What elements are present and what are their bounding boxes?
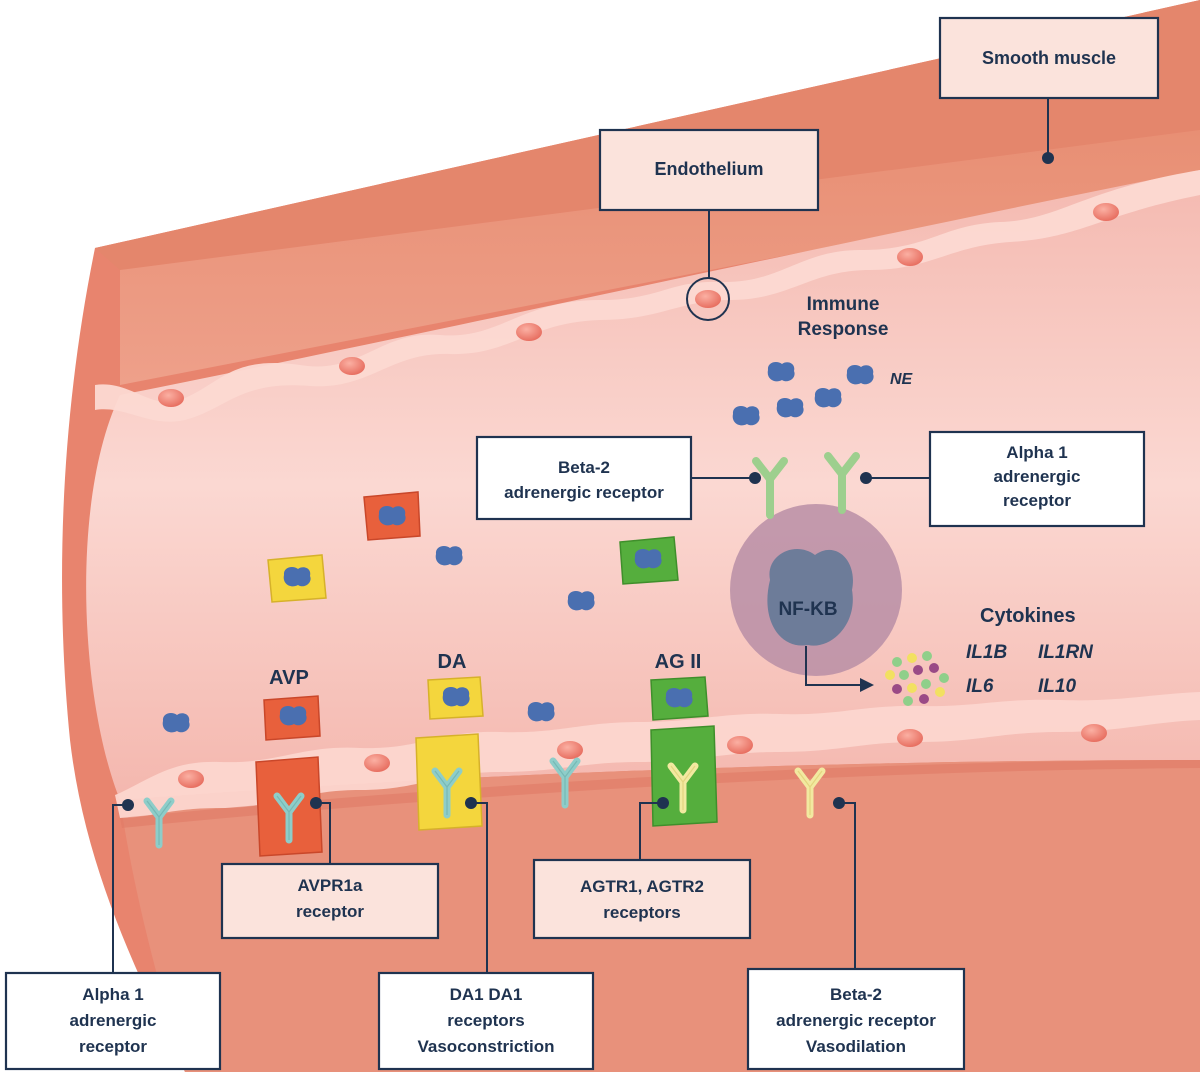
drug-molecule-icon: [767, 362, 795, 382]
endothelial-cell-icon: [1081, 724, 1107, 742]
alpha1-top-label-line3: receptor: [1003, 491, 1071, 510]
endothelial-cell-icon: [557, 741, 583, 759]
ag2-floating-cell: [619, 536, 679, 585]
beta2-top-label-line1: Beta-2: [558, 458, 610, 477]
drug-molecule-icon: [814, 388, 842, 408]
da-ligand-cell: [427, 676, 484, 720]
endothelial-cell-icon: [897, 729, 923, 747]
cytokine-cluster-icon: [885, 651, 949, 706]
il10-label: IL10: [1038, 676, 1076, 697]
alpha1-bottom-label-line3: receptor: [79, 1037, 147, 1056]
endothelium-label: Endothelium: [655, 159, 764, 179]
endothelial-cell-icon: [897, 248, 923, 266]
drug-molecule-icon: [435, 546, 463, 566]
da1-receptor-block: [415, 733, 483, 831]
avpr1a-receptor-block: [255, 756, 323, 857]
ag2-ligand-cell: [650, 676, 709, 721]
da-label: DA: [438, 651, 467, 673]
avpr1a-callout: AVPR1a receptor: [220, 797, 440, 940]
endothelial-cell-icon: [695, 290, 721, 308]
beta2-bottom-label-line1: Beta-2: [830, 985, 882, 1004]
il1b-label: IL1B: [966, 642, 1007, 663]
da-floating-cell: [267, 554, 327, 603]
drug-molecule-icon: [846, 365, 874, 385]
immune-response-label-line2: Response: [798, 319, 889, 340]
alpha1-top-label-line2: adrenergic: [994, 467, 1081, 486]
da1-label-line1: DA1 DA1: [450, 985, 523, 1004]
endothelial-cell-icon: [1093, 203, 1119, 221]
drug-molecule-icon: [527, 702, 555, 722]
endothelium-top: [95, 170, 1200, 422]
endothelial-cell-icon: [158, 389, 184, 407]
avpr1a-label-line2: receptor: [296, 902, 364, 921]
drug-molecule-icon: [162, 713, 190, 733]
endothelial-cell-icon: [364, 754, 390, 772]
beta2-top-callout: Beta-2 adrenergic receptor: [475, 435, 761, 521]
endothelial-cell-icon: [727, 736, 753, 754]
endothelial-cell-icon: [178, 770, 204, 788]
alpha1-top-callout: Alpha 1 adrenergic receptor: [860, 430, 1146, 528]
agtr-receptor-block: [650, 725, 718, 827]
alpha1-top-label-line1: Alpha 1: [1006, 443, 1067, 462]
ne-label: NE: [890, 371, 914, 388]
smooth-muscle-callout: Smooth muscle: [938, 16, 1160, 164]
immune-cell: NF-KB: [730, 456, 902, 692]
avp-ligand-cell: [263, 695, 321, 741]
smooth-muscle-label: Smooth muscle: [982, 48, 1116, 68]
endothelial-cells: [158, 203, 1119, 788]
agtr-label-line2: receptors: [603, 903, 680, 922]
drug-molecule-icon: [776, 398, 804, 418]
cytokines-label: Cytokines: [980, 605, 1076, 627]
endothelial-cell-icon: [516, 323, 542, 341]
avpr1a-label-line1: AVPR1a: [298, 876, 363, 895]
alpha1-bottom-callout: Alpha 1 adrenergic receptor: [4, 799, 222, 1071]
beta2-bottom-label-line3: Vasodilation: [806, 1037, 906, 1056]
beta2-bottom-label-line2: adrenergic receptor: [776, 1011, 936, 1030]
drug-molecule-icon: [567, 591, 595, 611]
alpha1-bottom-label-line2: adrenergic: [70, 1011, 157, 1030]
endothelial-cell-icon: [339, 357, 365, 375]
nfkb-label: NF-KB: [778, 599, 837, 620]
immune-response-label-line1: Immune: [807, 294, 880, 315]
ag2-label: AG II: [655, 651, 702, 673]
il6-label: IL6: [966, 676, 994, 697]
agtr-label-line1: AGTR1, AGTR2: [580, 877, 704, 896]
nfkb-nucleus: [767, 549, 853, 646]
drug-molecule-icon: [732, 406, 760, 426]
beta2-top-label-line2: adrenergic receptor: [504, 483, 664, 502]
beta2-bottom-callout: Beta-2 adrenergic receptor Vasodilation: [746, 797, 966, 1071]
da1-callout: DA1 DA1 receptors Vasoconstriction: [377, 797, 595, 1071]
il1rn-label: IL1RN: [1038, 642, 1094, 663]
endothelium-callout: Endothelium: [598, 128, 820, 321]
alpha1-bottom-label-line1: Alpha 1: [82, 985, 143, 1004]
da1-label-line2: receptors: [447, 1011, 524, 1030]
avp-label: AVP: [269, 667, 309, 689]
floating-cells: [267, 491, 679, 603]
da1-label-line3: Vasoconstriction: [418, 1037, 555, 1056]
avp-floating-cell: [363, 491, 421, 541]
agtr-callout: AGTR1, AGTR2 receptors: [532, 797, 752, 940]
